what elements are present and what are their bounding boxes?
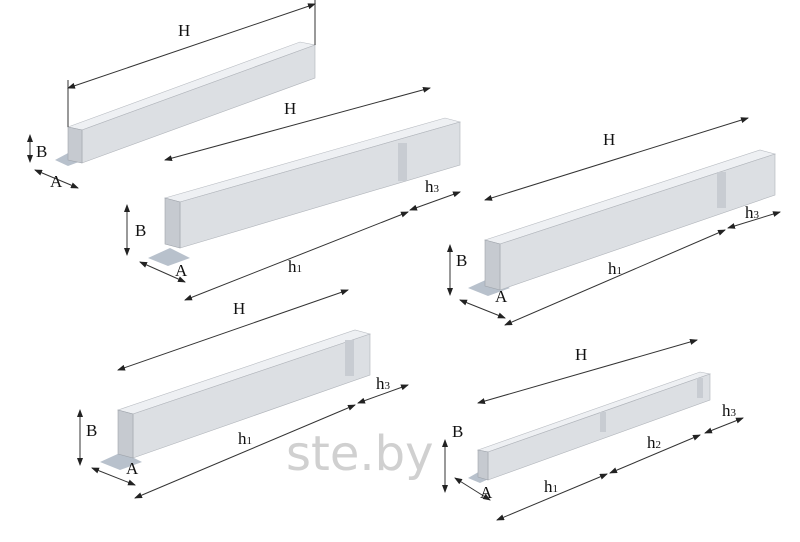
dim-A: A [480,483,493,502]
dim-A: A [50,172,63,191]
corbel [398,143,407,181]
dim-A: A [495,287,508,306]
dim-h1: h1 [544,477,558,496]
corbel [600,412,606,432]
watermark: ste.by [286,426,434,482]
column-4: H B A h1 h3 [77,289,409,499]
dim-B: B [135,221,146,240]
dim-H: H [233,299,245,318]
dim-H: H [178,21,190,40]
dim-H: H [575,345,587,364]
dim-A: A [126,459,139,478]
dim-h1: h1 [608,259,622,278]
column-5: H B A h1 h2 h3 [442,339,744,521]
corbel [717,172,726,208]
dim-h3: h3 [376,374,391,393]
dim-H: H [603,130,615,149]
dim-B: B [456,251,467,270]
dim-B: B [36,142,47,161]
column-3: H B A h1 h3 [447,117,781,326]
column-2: H B A h1 h3 [124,86,462,301]
corbel [345,340,354,376]
corbel [697,378,703,398]
dim-h1: h1 [238,429,252,448]
dim-B: B [452,422,463,441]
column-1: H B A [27,0,317,191]
dim-h3: h3 [745,203,760,222]
dim-h2: h2 [647,433,661,452]
dim-H: H [284,99,296,118]
dim-A: A [175,261,188,280]
dim-h1: h1 [288,257,302,276]
dim-B: B [86,421,97,440]
dim-h3: h3 [722,401,737,420]
dim-h3: h3 [425,177,440,196]
